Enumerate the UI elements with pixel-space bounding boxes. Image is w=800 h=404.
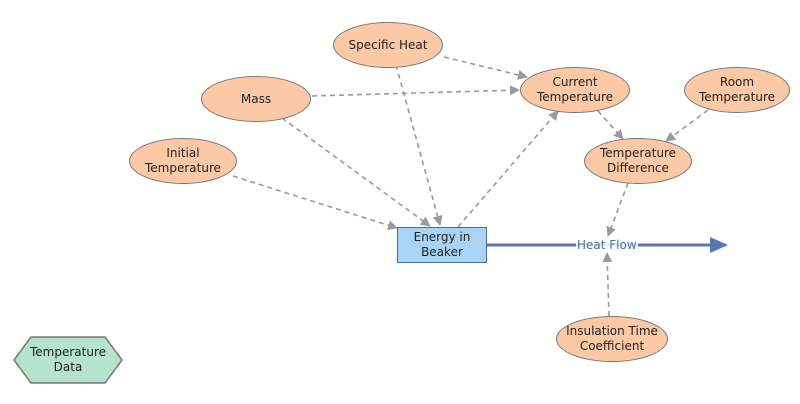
link-energy-in-beaker-to-current-temperature[interactable] (457, 110, 559, 228)
variable-room-temperature[interactable]: Room Temperature (684, 67, 790, 113)
converter-temperature-data[interactable]: Temperature Data (13, 336, 123, 384)
variable-temperature-difference[interactable]: Temperature Difference (584, 138, 692, 184)
link-specific-heat-to-current-temperature[interactable] (443, 56, 528, 80)
link-current-temperature-to-temperature-difference[interactable] (597, 110, 624, 140)
link-mass-to-energy-in-beaker[interactable] (281, 117, 431, 227)
variable-current-temperature[interactable]: Current Temperature (520, 67, 630, 113)
link-room-temperature-to-temperature-difference[interactable] (665, 109, 709, 142)
link-mass-to-current-temperature[interactable] (311, 85, 520, 97)
variable-insulation-time-coefficient[interactable]: Insulation Time Coefficient (556, 316, 668, 362)
link-specific-heat-to-energy-in-beaker[interactable] (395, 64, 443, 226)
variable-specific-heat[interactable]: Specific Heat (333, 22, 443, 68)
link-initial-temperature-to-energy-in-beaker[interactable] (232, 175, 398, 231)
heat-flow-label[interactable]: Heat Flow (576, 238, 638, 252)
hexagon-shape (13, 336, 123, 384)
variable-initial-temperature[interactable]: Initial Temperature (129, 138, 237, 184)
stock-energy-in-beaker[interactable]: Energy in Beaker (397, 227, 487, 263)
link-temperature-difference-to-heat-flow[interactable] (606, 182, 629, 237)
link-insulation-time-coefficient-to-heat-flow[interactable] (602, 252, 613, 317)
variable-mass[interactable]: Mass (201, 76, 311, 122)
